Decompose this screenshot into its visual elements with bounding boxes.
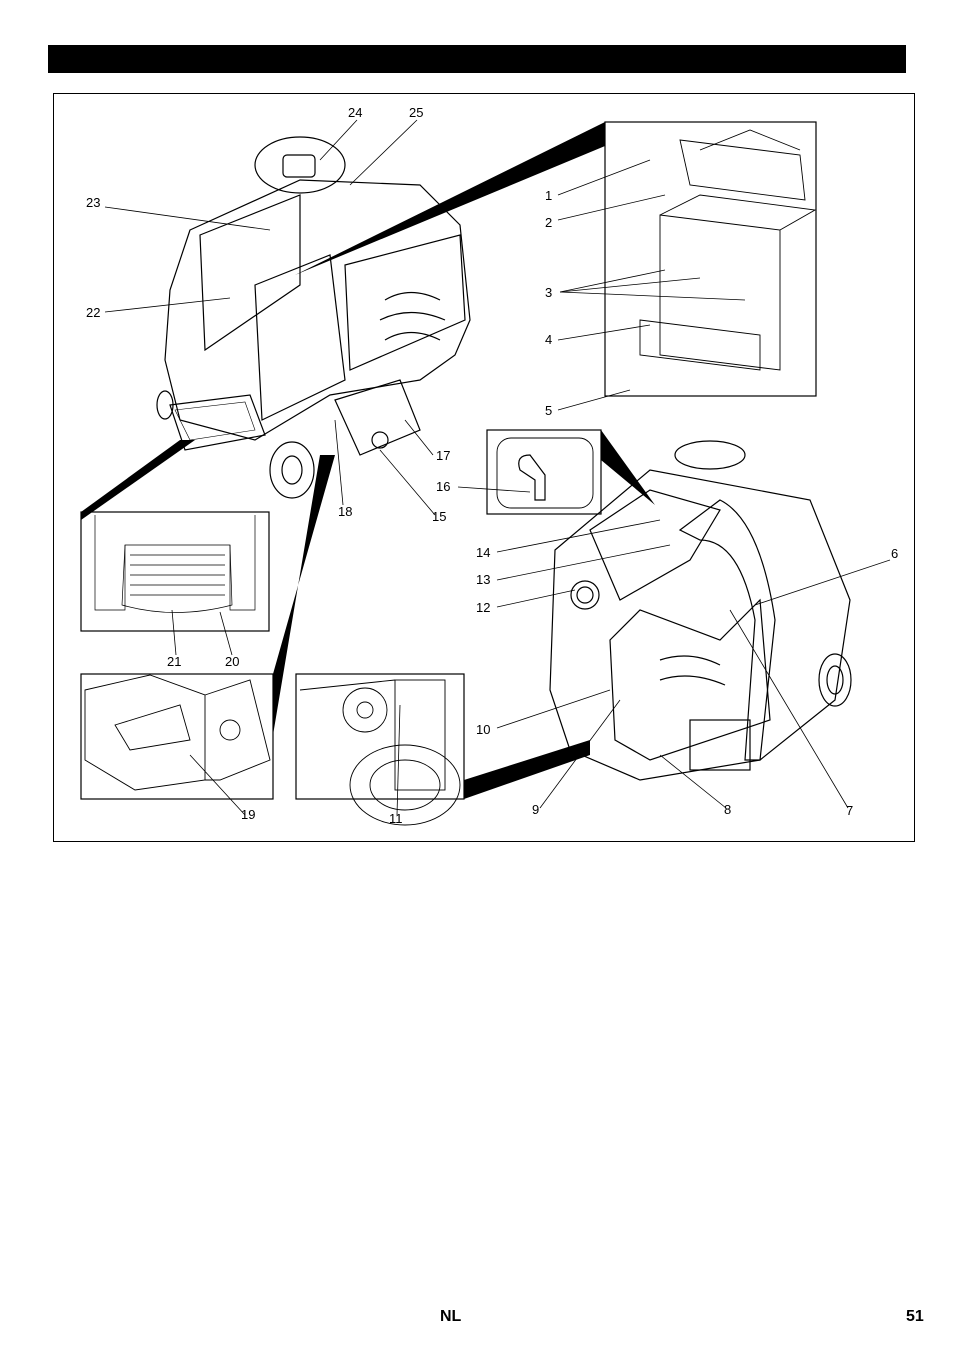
bumper-inset [80,673,274,800]
wheel-inset [295,673,465,800]
callout-24: 24 [348,105,363,120]
header-bar [48,45,906,73]
battery-inset [604,121,817,397]
callout-16: 16 [436,479,451,494]
callout-17: 17 [436,448,451,463]
callout-22: 22 [86,305,101,320]
callout-6: 6 [891,546,899,561]
callout-5: 5 [545,403,553,418]
callout-15: 15 [432,509,447,524]
callout-3: 3 [545,285,553,300]
callout-25: 25 [409,105,424,120]
callout-8: 8 [724,802,732,817]
main-machine-view [156,136,471,499]
step-inset [80,511,270,632]
callout-12: 12 [476,600,491,615]
callout-18: 18 [338,504,353,519]
hose-inset [486,429,602,515]
callout-7: 7 [846,803,854,818]
page-number: 51 [906,1308,924,1325]
callout-4: 4 [545,332,553,347]
rear-machine-view [549,440,852,781]
callout-2: 2 [545,215,553,230]
footer-language: NL [440,1308,462,1325]
callout-21: 21 [167,654,182,669]
callout-14: 14 [476,545,491,560]
callout-20: 20 [225,654,240,669]
callout-19: 19 [241,807,256,822]
callout-13: 13 [476,572,491,587]
callout-23: 23 [86,195,101,210]
callout-1: 1 [545,188,553,203]
callout-11: 11 [389,811,403,826]
callout-9: 9 [532,802,540,817]
figure-frame [53,93,915,842]
callout-10: 10 [476,722,491,737]
